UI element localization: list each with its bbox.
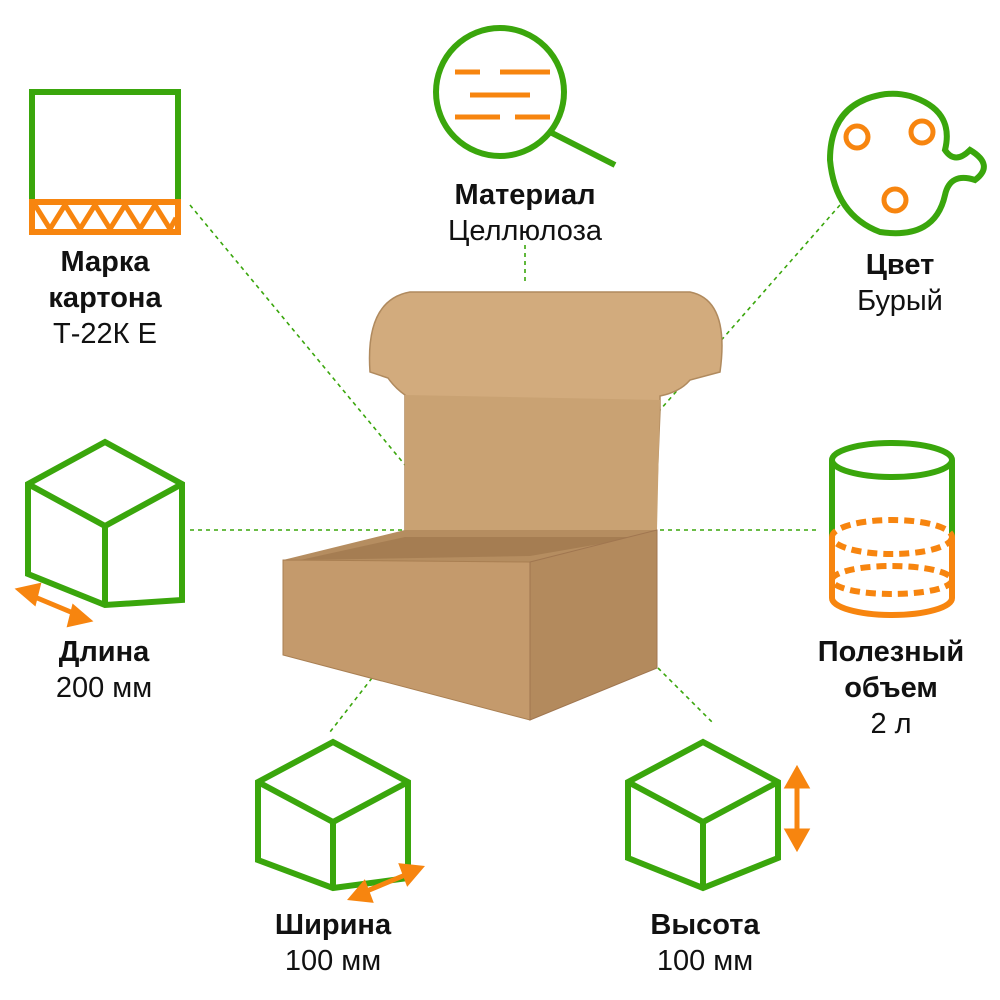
width-label: Ширина 100 мм — [275, 907, 391, 979]
material-value: Целлюлоза — [447, 215, 603, 247]
length-label: Длина 200 мм — [56, 634, 152, 706]
palette-icon — [826, 90, 987, 237]
grade-title-2: картона — [48, 282, 162, 314]
volume-title-2: объем — [844, 672, 938, 704]
color-title: Цвет — [865, 249, 935, 281]
cylinder-volume-icon — [829, 440, 955, 618]
volume-title-1: Полезный — [817, 636, 965, 668]
magnifier-icon — [433, 25, 617, 168]
cube-height-icon — [625, 738, 781, 892]
grade-title-1: Марка — [60, 246, 150, 278]
height-value: 100 мм — [656, 945, 754, 977]
width-arrow-icon — [347, 863, 425, 903]
material-title: Материал — [454, 179, 596, 211]
color-label: Цвет Бурый — [857, 247, 943, 319]
length-title: Длина — [58, 636, 150, 668]
grade-label: Марка картона Т-22К Е — [48, 244, 161, 352]
length-arrow-icon — [14, 582, 94, 628]
volume-label: Полезный объем 2 л — [818, 634, 965, 742]
width-value: 100 мм — [284, 945, 382, 977]
material-label: Материал Целлюлоза — [448, 177, 602, 249]
color-value: Бурый — [857, 285, 943, 317]
cube-length-icon — [25, 438, 185, 609]
cube-width-icon — [255, 738, 411, 892]
corrugated-board-icon — [29, 89, 181, 235]
height-arrow-icon — [783, 764, 811, 853]
volume-value: 2 л — [870, 708, 912, 740]
length-value: 200 мм — [55, 672, 153, 704]
height-label: Высота 100 мм — [650, 907, 759, 979]
height-title: Высота — [650, 909, 760, 941]
width-title: Ширина — [274, 909, 392, 941]
cardboard-box-image — [282, 291, 723, 721]
grade-value: Т-22К Е — [53, 318, 157, 350]
